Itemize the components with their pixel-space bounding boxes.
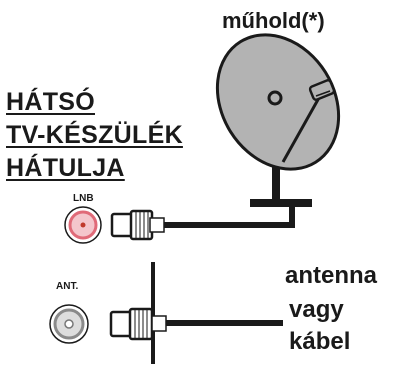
rear-title-line-2: TV-KÉSZÜLÉK <box>6 121 183 149</box>
cable-label-line-3: kábel <box>289 328 351 355</box>
antenna-socket-icon <box>49 304 89 344</box>
satellite-cable <box>150 202 295 228</box>
satellite-dish-icon <box>215 33 341 207</box>
ant-port-label: ANT. <box>56 281 79 292</box>
coax-plug-icon <box>110 209 165 241</box>
lnb-port-label: LNB <box>73 193 94 204</box>
rear-title-line-1: HÁTSÓ <box>6 88 95 116</box>
satellite-label: műhold(*) <box>222 8 325 33</box>
cable-label-line-2: vagy <box>289 296 344 323</box>
antenna-cable <box>151 262 283 364</box>
rear-title-line-3: HÁTULJA <box>6 154 125 182</box>
lnb-socket-icon <box>64 206 102 244</box>
coax-plug-icon <box>109 307 167 341</box>
cable-label-line-1: antenna <box>285 262 378 289</box>
